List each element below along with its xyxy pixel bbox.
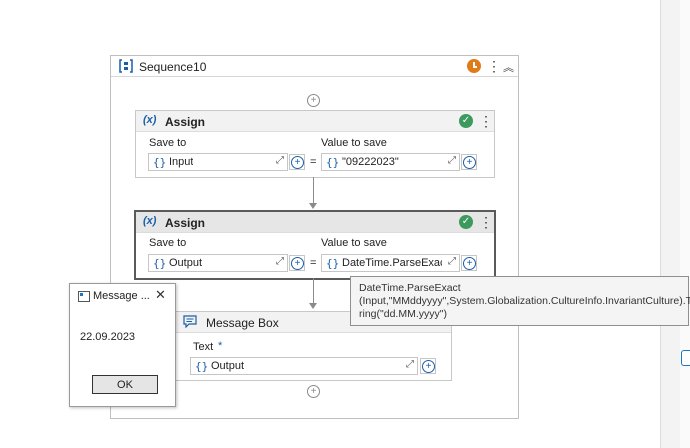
braces-icon: {} [326, 156, 340, 169]
sequence-header: Sequence10 ⋮ ︽ [111, 56, 518, 77]
assign-1-kebab-icon[interactable]: ⋮ [479, 113, 493, 129]
dialog-message: 22.09.2023 [80, 331, 136, 343]
message-add-button[interactable]: + [420, 358, 436, 374]
variable-icon: (x) [143, 114, 157, 126]
sequence-title: Sequence10 [139, 60, 207, 74]
plus-icon: + [422, 360, 435, 373]
braces-icon: {} [195, 360, 209, 373]
close-icon[interactable]: ✕ [155, 287, 166, 302]
save-to-field[interactable]: {} Input ⤢ [148, 153, 288, 171]
assign-1-header: (x) Assign ✓ ⋮ [136, 111, 494, 132]
save-to-label: Save to [149, 237, 187, 249]
connector-arrow [309, 203, 317, 209]
assign-2-header: (x) Assign ✓ ⋮ [136, 212, 494, 233]
assign-activity-2[interactable]: (x) Assign ✓ ⋮ Save to Value to save {} … [134, 210, 496, 280]
text-label: Text [193, 341, 214, 353]
message-text-value: Output [211, 360, 245, 372]
connector-arrow [309, 303, 317, 309]
braces-icon: {} [153, 156, 167, 169]
value-text: DateTime.ParseExact(I [342, 257, 442, 269]
assign-2-title: Assign [165, 216, 206, 230]
expand-icon[interactable]: ⤢ [448, 155, 456, 166]
clock-icon [467, 59, 481, 73]
valid-check-icon: ✓ [459, 215, 473, 229]
value-text: "09222023" [342, 156, 399, 168]
message-box-title: Message Box [206, 316, 279, 330]
valid-check-icon: ✓ [459, 114, 473, 128]
save-to-add-button[interactable]: + [289, 154, 305, 170]
tooltip-line-3: ring("dd.MM.yyyy") [359, 308, 447, 320]
assign-activity-1[interactable]: (x) Assign ✓ ⋮ Save to Value to save {} … [135, 110, 495, 178]
expand-icon[interactable]: ⤢ [406, 359, 414, 370]
add-activity-top-icon[interactable]: + [307, 94, 320, 107]
save-to-label: Save to [149, 137, 187, 149]
app-window-icon [78, 291, 90, 302]
plus-icon: + [291, 156, 304, 169]
ok-button[interactable]: OK [92, 375, 158, 394]
value-to-save-label: Value to save [321, 137, 387, 149]
checkbox-edge[interactable] [681, 350, 690, 366]
assign-1-title: Assign [165, 115, 206, 129]
connector-line [313, 177, 314, 204]
expand-icon[interactable]: ⤢ [276, 256, 284, 267]
save-to-value: Input [169, 156, 194, 168]
vertical-scrollbar[interactable] [680, 0, 690, 448]
value-field[interactable]: {} "09222023" ⤢ [321, 153, 460, 171]
sequence-kebab-icon[interactable]: ⋮ [487, 58, 501, 74]
message-icon [183, 315, 197, 331]
collapse-icon[interactable]: ︽ [503, 62, 514, 74]
value-field[interactable]: {} DateTime.ParseExact(I ⤢ [321, 254, 460, 272]
save-to-field[interactable]: {} Output ⤢ [148, 254, 288, 272]
message-dialog[interactable]: Message ... ✕ 22.09.2023 OK [69, 283, 176, 407]
braces-icon: {} [153, 257, 167, 270]
plus-icon: + [291, 257, 304, 270]
sequence-icon [119, 59, 133, 76]
value-add-button[interactable]: + [461, 255, 477, 271]
required-mark: * [218, 340, 223, 352]
save-to-value: Output [169, 257, 203, 269]
add-activity-bottom-icon[interactable]: + [307, 385, 320, 398]
expression-tooltip: DateTime.ParseExact (Input,"MMddyyyy",Sy… [350, 276, 690, 326]
expand-icon[interactable]: ⤢ [276, 155, 284, 166]
equals-sign: = [310, 156, 317, 168]
value-to-save-label: Value to save [321, 237, 387, 249]
message-text-field[interactable]: {} Output ⤢ [190, 357, 418, 375]
tooltip-line-2: (Input,"MMddyyyy",System.Globalization.C… [359, 295, 690, 307]
save-to-add-button[interactable]: + [289, 255, 305, 271]
tooltip-line-1: DateTime.ParseExact [359, 282, 461, 294]
plus-icon: + [463, 257, 476, 270]
assign-2-kebab-icon[interactable]: ⋮ [479, 214, 493, 230]
braces-icon: {} [326, 257, 340, 270]
equals-sign: = [310, 257, 317, 269]
variable-icon: (x) [143, 215, 157, 227]
expand-icon[interactable]: ⤢ [448, 256, 456, 267]
connector-line [313, 278, 314, 304]
plus-icon: + [463, 156, 476, 169]
value-add-button[interactable]: + [461, 154, 477, 170]
dialog-title: Message ... [93, 290, 150, 302]
